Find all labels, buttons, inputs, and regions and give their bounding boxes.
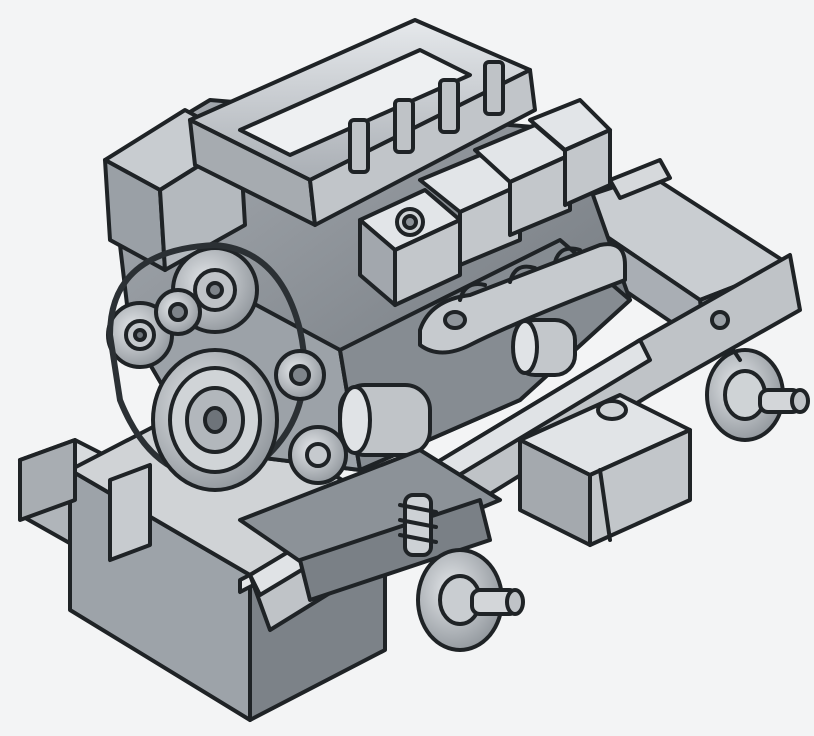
suspension-spring (398, 493, 438, 557)
fuel-tank (518, 393, 692, 547)
starter-motor (511, 318, 577, 377)
front-housing (338, 383, 432, 457)
exhaust-manifold (418, 242, 627, 355)
wheel-hub-right (705, 328, 810, 442)
valve-cover (188, 18, 537, 227)
idler-pulley-small (154, 288, 202, 336)
water-pump-pulley (274, 349, 326, 401)
tensioner-pulley (288, 425, 348, 485)
cylinder-head-right (358, 98, 612, 307)
crank-pulley (151, 348, 279, 492)
wheel-hub-front (416, 548, 525, 652)
rail-end-cap (18, 438, 152, 562)
